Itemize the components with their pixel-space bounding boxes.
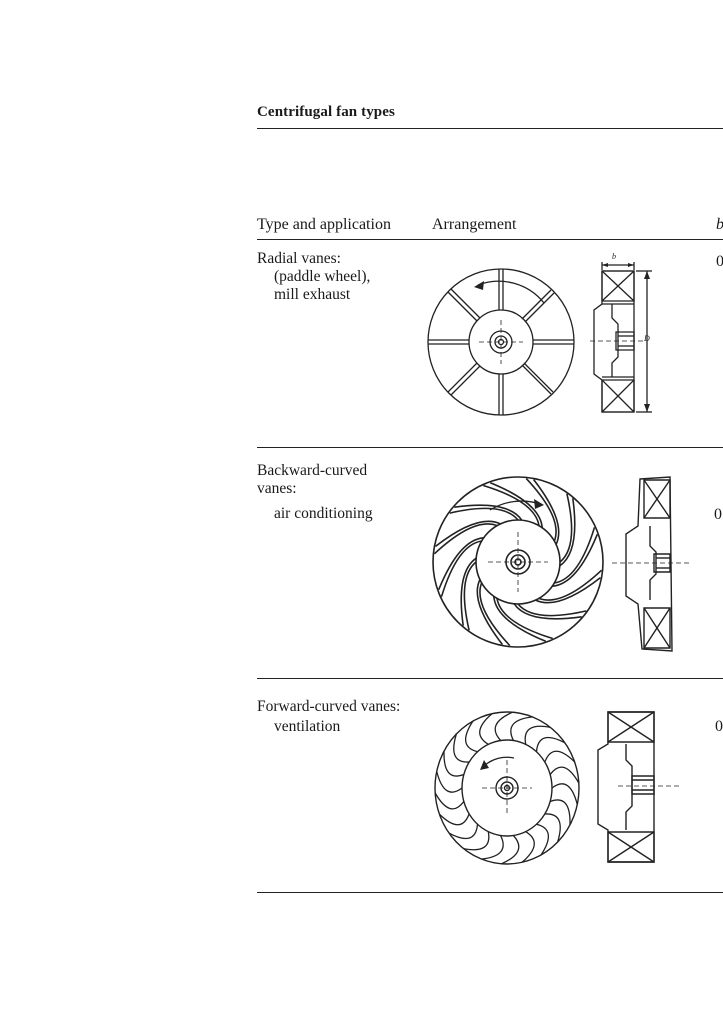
radial-vane-impeller-side-view bbox=[590, 262, 660, 417]
backward-curved-impeller-side-view bbox=[612, 474, 692, 654]
header-type-application: Type and application bbox=[257, 216, 391, 233]
backward-curved-impeller-front-view bbox=[430, 474, 610, 654]
type-text-backward-1: Backward-curved bbox=[257, 462, 368, 479]
type-text-forward-1: Forward-curved vanes: bbox=[257, 698, 401, 715]
header-col3: b bbox=[716, 216, 723, 234]
col3-value-backward: 0 bbox=[714, 506, 722, 523]
dimension-d-label: D bbox=[644, 334, 650, 343]
radial-vane-impeller-front-view bbox=[426, 267, 576, 417]
top-rule bbox=[257, 128, 723, 129]
dimension-b-label: b bbox=[612, 252, 616, 261]
bottom-rule bbox=[257, 892, 723, 893]
header-rule bbox=[257, 239, 723, 240]
type-text-radial-3: mill exhaust bbox=[274, 286, 351, 303]
row-rule-1 bbox=[257, 447, 723, 448]
forward-curved-impeller-side-view bbox=[592, 710, 682, 865]
col3-value-forward: 0 bbox=[715, 718, 723, 735]
type-text-backward-3: air conditioning bbox=[274, 505, 373, 522]
type-text-radial-1: Radial vanes: bbox=[257, 250, 341, 267]
type-text-radial-2: (paddle wheel), bbox=[274, 268, 371, 285]
table-title: Centrifugal fan types bbox=[257, 104, 395, 120]
forward-curved-impeller-front-view bbox=[432, 708, 582, 888]
type-text-backward-2: vanes: bbox=[257, 480, 297, 497]
row-rule-2 bbox=[257, 678, 723, 679]
header-arrangement: Arrangement bbox=[432, 216, 517, 233]
type-text-forward-2: ventilation bbox=[274, 718, 341, 735]
col3-value-radial: 0 bbox=[716, 253, 723, 270]
